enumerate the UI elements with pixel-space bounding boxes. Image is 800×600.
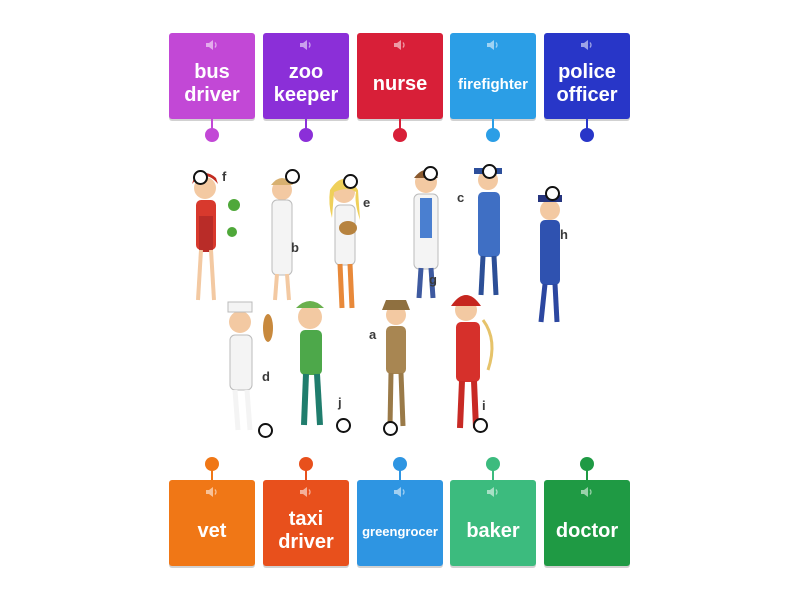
tile-zoo-keeper[interactable]: zoo keeper (263, 33, 349, 119)
tile-connector-knob[interactable] (299, 457, 313, 471)
speaker-icon[interactable] (393, 486, 407, 498)
drop-target-pin[interactable] (285, 169, 300, 184)
figure-letter-i: i (482, 398, 486, 413)
tile-connector-knob[interactable] (205, 457, 219, 471)
tile-greengrocer[interactable]: greengrocer (357, 480, 443, 566)
figure-letter-f: f (222, 169, 227, 184)
tile-label: greengrocer (362, 523, 438, 539)
tile-connector-knob[interactable] (486, 128, 500, 142)
speaker-icon[interactable] (299, 486, 313, 498)
tile-vet[interactable]: vet (169, 480, 255, 566)
drop-target-pin[interactable] (193, 170, 208, 185)
drop-target-pin[interactable] (545, 186, 560, 201)
workers-drawing (192, 168, 562, 431)
tile-label: baker (466, 519, 520, 542)
tile-connector-knob[interactable] (486, 457, 500, 471)
workers-illustration: f b e c h g a d j i (168, 150, 588, 445)
tile-connector-knob[interactable] (580, 457, 594, 471)
tile-label: police officer (556, 61, 618, 106)
tile-connector-knob[interactable] (393, 128, 407, 142)
drop-target-pin[interactable] (383, 421, 398, 436)
figure-letter-c: c (457, 190, 465, 205)
drop-target-pin[interactable] (473, 418, 488, 433)
tile-taxi-driver[interactable]: taxi driver (263, 480, 349, 566)
tile-firefighter[interactable]: firefighter (450, 33, 536, 119)
tile-connector (305, 469, 307, 481)
speaker-icon[interactable] (393, 39, 407, 51)
tile-connector (586, 119, 588, 129)
tile-police-officer[interactable]: police officer (544, 33, 630, 119)
tile-baker[interactable]: baker (450, 480, 536, 566)
figure-h (538, 195, 562, 323)
tile-label: firefighter (457, 75, 528, 93)
speaker-icon[interactable] (205, 39, 219, 51)
tile-label: vet (197, 519, 227, 542)
figure-letter-b: b (291, 240, 299, 255)
figure-a (382, 300, 410, 427)
tile-label: taxi driver (278, 508, 334, 553)
tile-connector (305, 119, 307, 129)
figure-e (329, 179, 360, 309)
tile-label: nurse (372, 72, 428, 95)
figure-letter-j: j (338, 395, 342, 410)
figure-letter-g: g (429, 272, 437, 287)
tile-connector (211, 469, 213, 481)
tile-bus-driver[interactable]: bus driver (169, 33, 255, 119)
speaker-icon[interactable] (486, 39, 500, 51)
tile-connector (211, 119, 213, 129)
figure-letter-d: d (262, 369, 270, 384)
drop-target-pin[interactable] (482, 164, 497, 179)
tile-connector (586, 469, 588, 481)
tile-doctor[interactable]: doctor (544, 480, 630, 566)
figure-i (451, 295, 494, 429)
tile-connector (399, 119, 401, 129)
drop-target-pin[interactable] (423, 166, 438, 181)
figure-j (296, 301, 324, 426)
tile-connector-knob[interactable] (299, 128, 313, 142)
tile-label: zoo keeper (273, 61, 339, 106)
figure-d (227, 301, 273, 431)
drop-target-pin[interactable] (258, 423, 273, 438)
speaker-icon[interactable] (580, 39, 594, 51)
tile-connector-knob[interactable] (393, 457, 407, 471)
tile-label: doctor (555, 519, 619, 542)
tile-connector (492, 469, 494, 481)
tile-connector (492, 119, 494, 129)
figure-f (192, 173, 240, 301)
speaker-icon[interactable] (205, 486, 219, 498)
speaker-icon[interactable] (299, 39, 313, 51)
tile-connector-knob[interactable] (580, 128, 594, 142)
figure-letter-h: h (560, 227, 568, 242)
figure-letter-e: e (363, 195, 371, 210)
tile-nurse[interactable]: nurse (357, 33, 443, 119)
tile-connector-knob[interactable] (205, 128, 219, 142)
figure-letter-a: a (369, 327, 377, 342)
figure-b (271, 178, 293, 301)
speaker-icon[interactable] (580, 486, 594, 498)
figure-c (474, 168, 502, 296)
drop-target-pin[interactable] (343, 174, 358, 189)
tile-connector (399, 469, 401, 481)
speaker-icon[interactable] (486, 486, 500, 498)
tile-label: bus driver (184, 61, 240, 106)
drop-target-pin[interactable] (336, 418, 351, 433)
